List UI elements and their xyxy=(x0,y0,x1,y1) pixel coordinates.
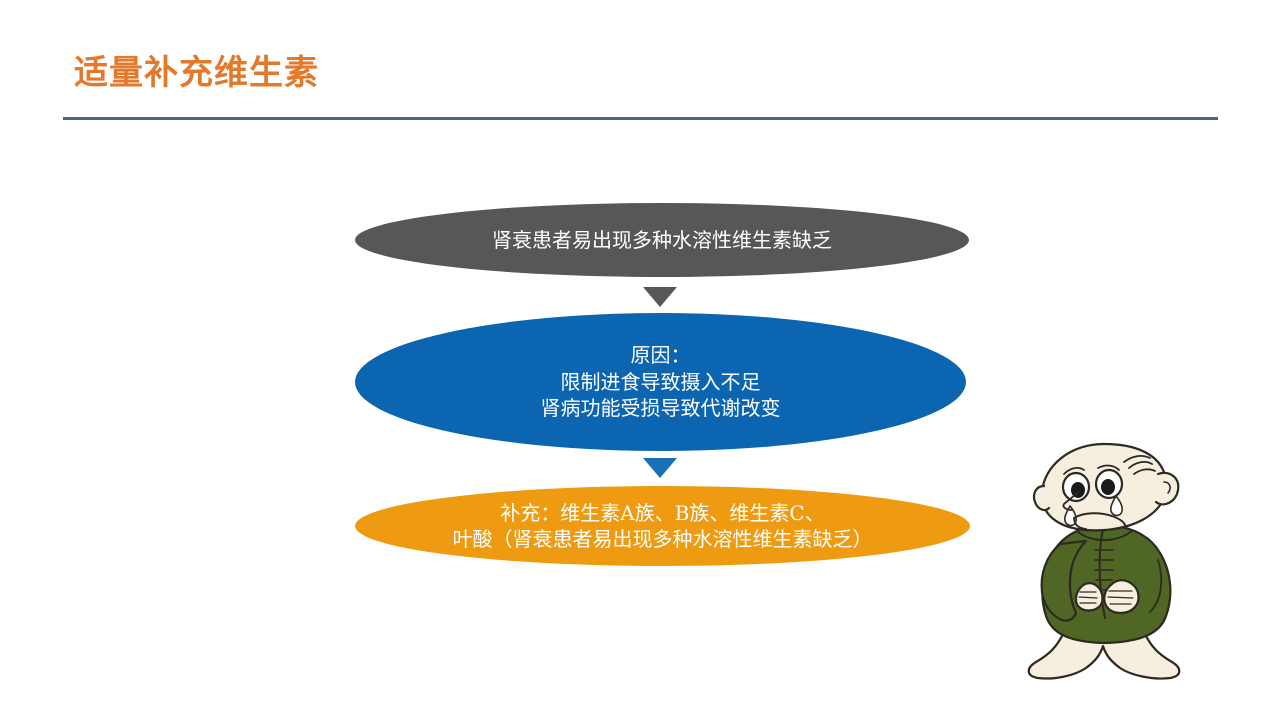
title-divider xyxy=(63,117,1218,120)
page-title: 适量补充维生素 xyxy=(74,53,319,93)
flow-node-problem[interactable]: 肾衰患者易出现多种水溶性维生素缺乏 xyxy=(355,203,969,277)
flow-node-problem-label: 肾衰患者易出现多种水溶性维生素缺乏 xyxy=(492,227,832,252)
triangle-down-icon xyxy=(643,458,677,478)
crying-man-icon xyxy=(1027,442,1181,680)
flow-node-cause-label: 原因： 限制进食导致摄入不足 肾病功能受损导致代谢改变 xyxy=(540,343,781,421)
flow-node-supplement[interactable]: 补充：维生素A族、B族、维生素C、 叶酸（肾衰患者易出现多种水溶性维生素缺乏） xyxy=(355,486,970,566)
flow-node-cause[interactable]: 原因： 限制进食导致摄入不足 肾病功能受损导致代谢改变 xyxy=(355,313,966,451)
triangle-down-icon xyxy=(643,287,677,307)
crying-man-illustration xyxy=(1008,440,1208,685)
flow-node-supplement-label: 补充：维生素A族、B族、维生素C、 叶酸（肾衰患者易出现多种水溶性维生素缺乏） xyxy=(452,500,873,551)
